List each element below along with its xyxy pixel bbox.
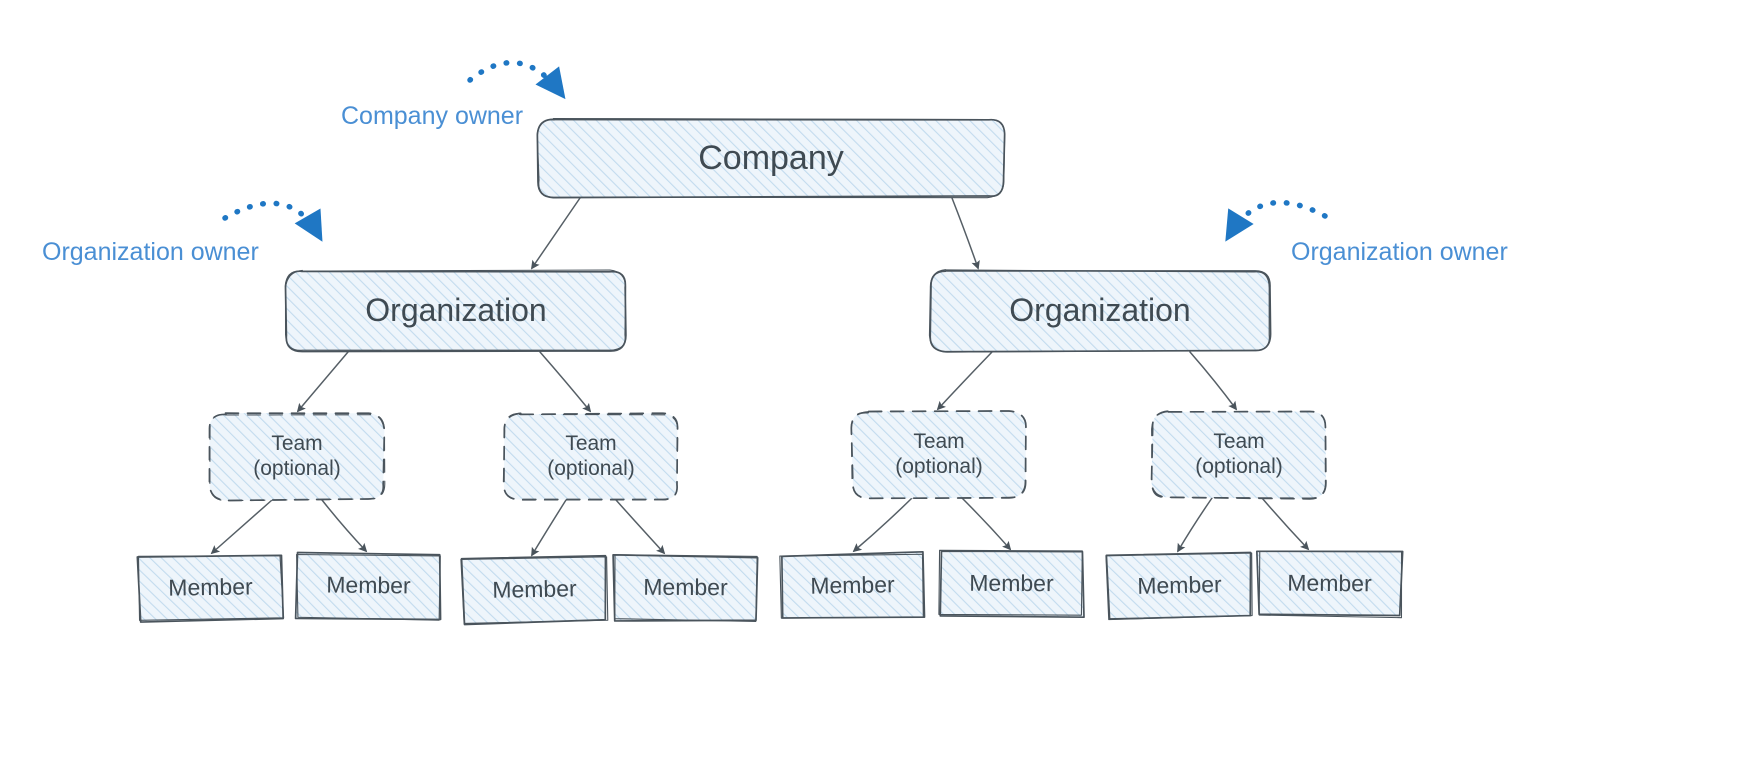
annotation-arrow-organization-owner-left [222,200,323,242]
node-team-4[interactable] [1150,410,1327,500]
annotation-arrow-company-owner [467,59,566,100]
edge-company-to-organization-left [531,197,581,270]
node-team-1[interactable] [208,412,386,502]
annotation-label-organization-owner-right: Organization owner [1291,238,1508,266]
edge-team-2-to-member-4 [615,499,666,555]
node-member-8[interactable] [1255,550,1404,619]
edge-team-4-to-member-7 [1177,497,1213,553]
edge-team-1-to-member-2 [321,499,368,553]
edge-company-to-organization-right [951,197,980,270]
annotation-arrow-organization-owner-right [1225,199,1328,242]
node-member-6[interactable] [938,549,1085,619]
edge-organization-right-to-team-3 [936,351,993,411]
edge-organization-left-to-team-1 [296,351,349,413]
annotation-label-company-owner: Company owner [341,102,524,130]
node-member-2[interactable] [294,551,442,621]
edge-organization-left-to-team-2 [539,351,592,413]
node-organization-2[interactable] [928,269,1272,353]
node-shapes [136,117,1404,626]
edge-team-2-to-member-3 [531,499,567,557]
node-member-7[interactable] [1105,551,1253,621]
edge-team-3-to-member-5 [852,497,913,553]
connector-edges [210,197,1310,557]
node-member-5[interactable] [779,550,926,620]
node-team-2[interactable] [502,412,679,501]
node-member-3[interactable] [460,554,609,626]
node-organization-1[interactable] [284,269,627,353]
node-member-4[interactable] [612,554,759,622]
edge-team-1-to-member-1 [210,499,273,555]
node-team-3[interactable] [850,410,1027,500]
edge-team-3-to-member-6 [961,497,1012,551]
node-member-1[interactable] [136,554,285,623]
edge-organization-right-to-team-4 [1189,351,1238,411]
annotation-label-organization-owner-left: Organization owner [42,238,259,266]
edge-team-4-to-member-8 [1261,497,1310,551]
node-company[interactable] [536,117,1006,199]
